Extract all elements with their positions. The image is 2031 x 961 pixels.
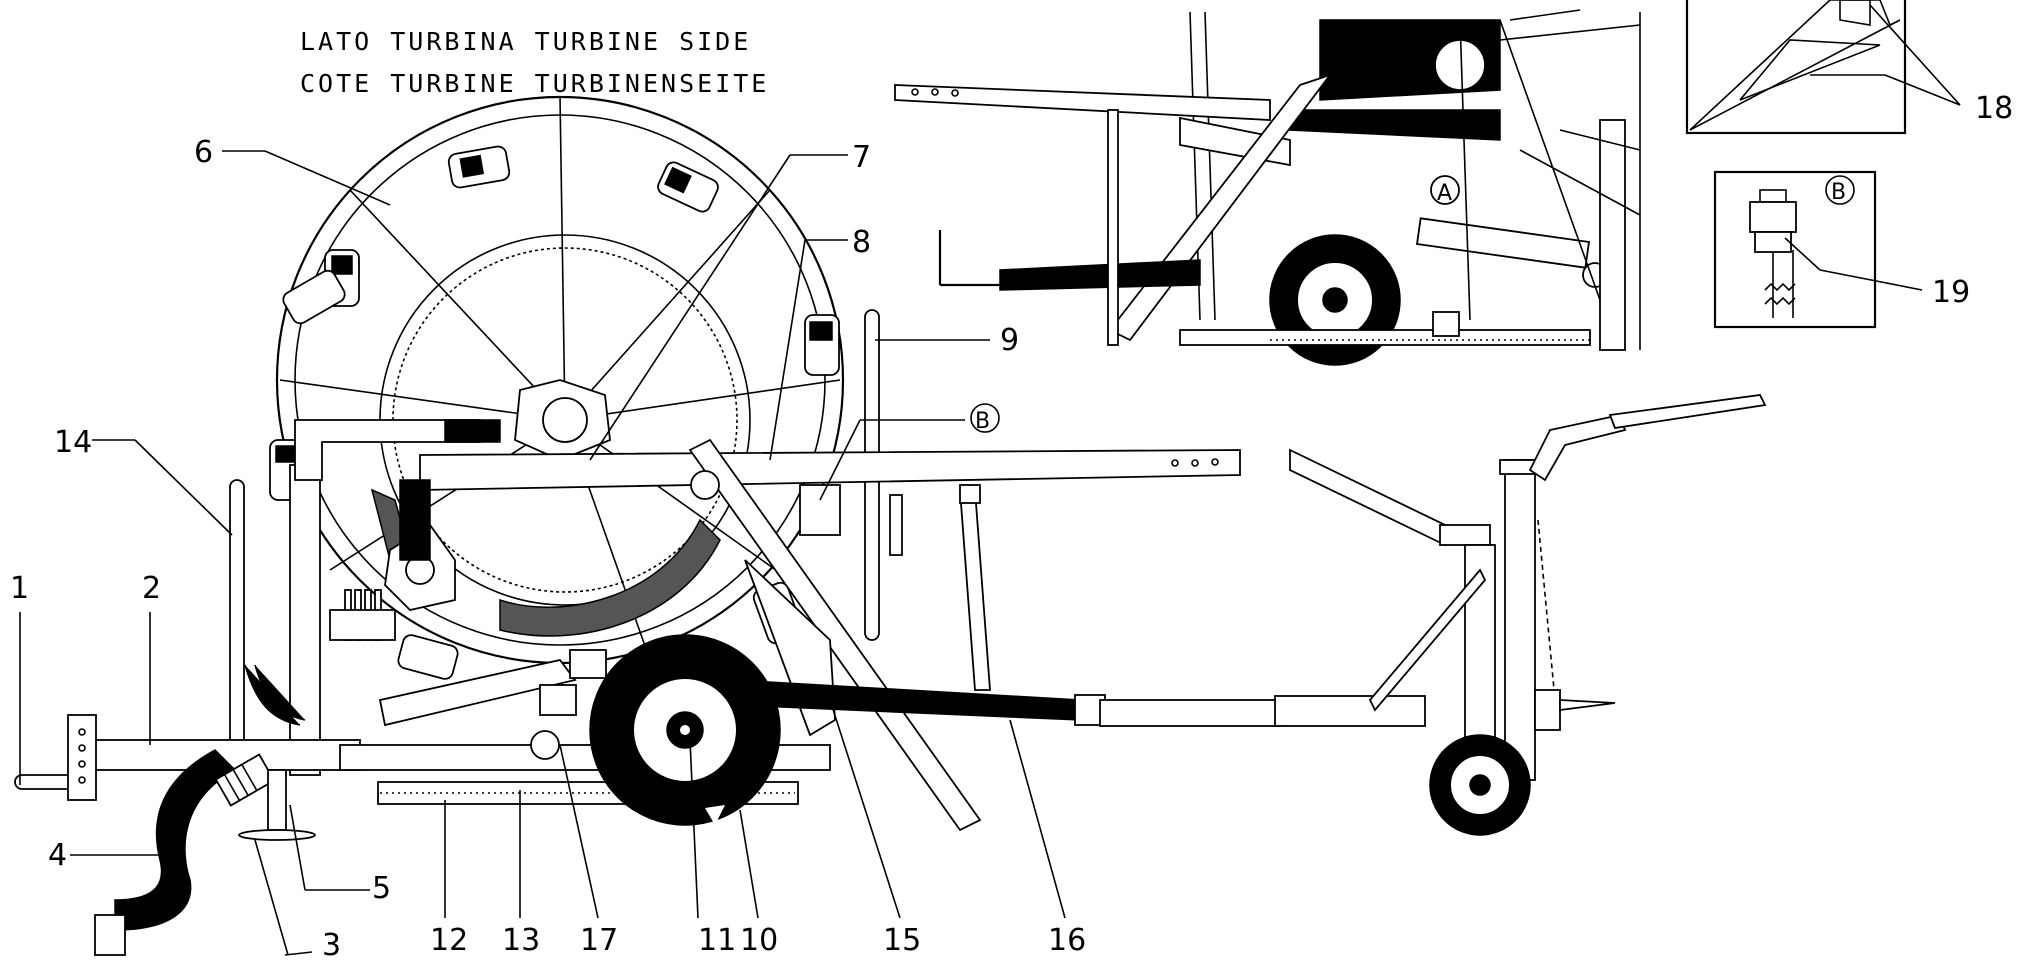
jack-leg (267, 769, 287, 831)
header-line-1: LATO TURBINA TURBINE SIDE (300, 27, 751, 56)
callout-9: 9 (1000, 323, 1019, 358)
callout-15: 15 (883, 923, 921, 957)
callout-b-circle (970, 403, 1000, 433)
main-wheel (589, 634, 781, 826)
callout-7: 7 (852, 140, 871, 175)
control-levers (329, 589, 396, 641)
detail-a-circle (1430, 175, 1460, 205)
callout-3: 3 (322, 928, 341, 957)
callout-14: 14 (54, 425, 92, 460)
inlet-hose (114, 749, 237, 931)
jack-foot (238, 829, 316, 841)
callout-10: 10 (740, 923, 778, 957)
drawbar (89, 739, 361, 771)
callout-12: 12 (430, 923, 468, 957)
turbine (384, 479, 456, 611)
detail-a-label: A (1437, 181, 1452, 206)
callout-4: 4 (48, 838, 67, 873)
callout-labels: 1 2 3 4 5 6 7 8 9 10 11 12 13 14 15 16 1… (10, 91, 2013, 961)
leader-lines (19, 4, 1961, 956)
frame-column (289, 464, 321, 776)
support-rod (959, 489, 991, 691)
pe-hose (734, 679, 1081, 721)
boom-holes (1171, 458, 1219, 467)
main-machine-view (14, 95, 1767, 956)
wheel-arm (378, 658, 577, 727)
callout-13: 13 (502, 923, 540, 957)
detail-a-view: A (894, 9, 1641, 366)
pipe-coupling (444, 419, 501, 443)
detail-b-marker (799, 484, 903, 556)
callout-19: 19 (1932, 275, 1970, 310)
callout-1: 1 (10, 571, 29, 606)
reel-drum (269, 95, 845, 680)
hose-wrap (499, 518, 721, 637)
detail-b-box-label: B (1831, 180, 1846, 205)
boom-arm (419, 449, 1241, 491)
guide-roller (690, 470, 720, 500)
callout-5: 5 (372, 871, 391, 906)
header-line-2: COTE TURBINE TURBINENSEITE (300, 69, 769, 98)
pressure-gauge (530, 730, 560, 760)
callout-6: 6 (194, 135, 213, 170)
callout-b: B (975, 409, 990, 434)
callout-8: 8 (852, 225, 871, 260)
sprinkler-cart (1289, 394, 1767, 836)
callout-17: 17 (580, 923, 618, 957)
detail-19-box: B (1713, 170, 1877, 329)
callout-18: 18 (1975, 91, 2013, 126)
callout-16: 16 (1048, 923, 1086, 957)
hose-coupler (214, 753, 276, 807)
hose-fitting (94, 914, 126, 956)
detail-18-box (1685, 0, 1907, 135)
callout-11: 11 (698, 923, 736, 957)
hitch-plate (67, 714, 97, 801)
callout-2: 2 (142, 571, 161, 606)
outlet-pipe (1099, 699, 1281, 727)
